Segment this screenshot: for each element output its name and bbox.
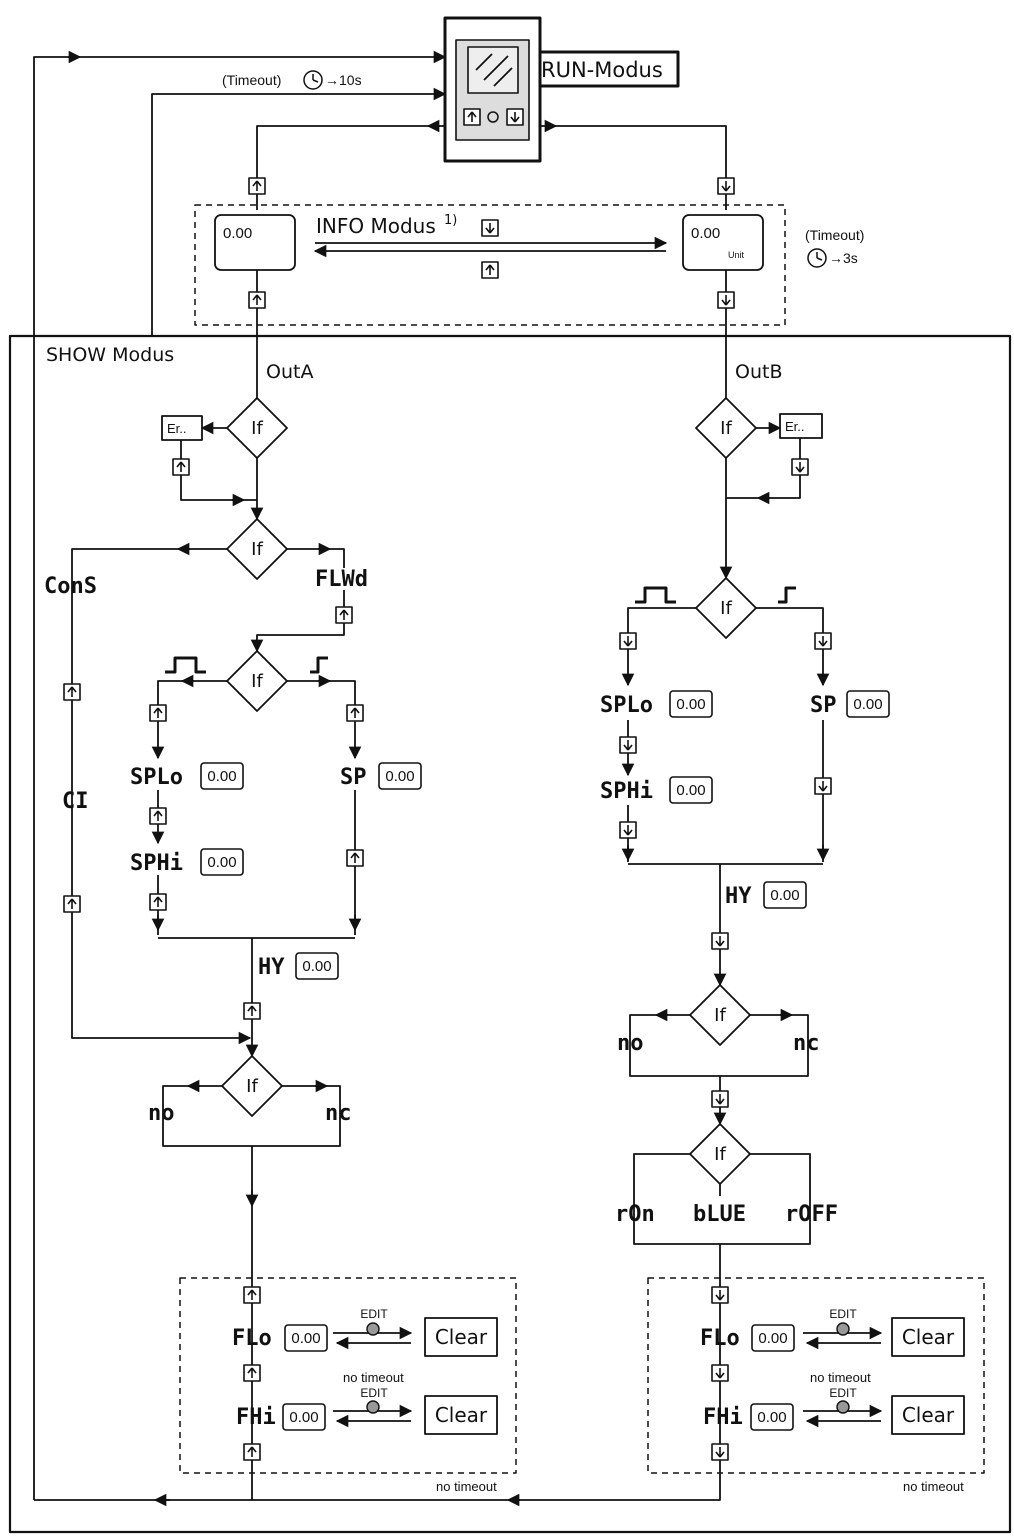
decision-labels: If If If If If If If If xyxy=(246,418,732,1165)
sphi-label: SPHi xyxy=(600,779,653,804)
outB-label: OutB xyxy=(735,361,782,383)
show-mode-label: SHOW Modus xyxy=(46,344,174,366)
clock-icon xyxy=(807,248,827,268)
info-footnote: 1) xyxy=(444,213,457,228)
window-function-icon xyxy=(165,586,676,674)
nc-label: nc xyxy=(793,1031,820,1056)
svg-text:0.00: 0.00 xyxy=(676,696,705,713)
svg-text:0.00: 0.00 xyxy=(207,854,236,871)
svg-text:If: If xyxy=(720,598,732,619)
svg-text:0.00: 0.00 xyxy=(770,887,799,904)
svg-text:0.00: 0.00 xyxy=(757,1409,786,1426)
clock-icon xyxy=(303,70,323,90)
splo-label: SPLo xyxy=(130,765,183,790)
flwd-label: FLWd xyxy=(315,567,368,592)
hy-label: HY xyxy=(258,955,285,980)
hy-label: HY xyxy=(725,884,752,909)
timeout-value: →10s xyxy=(325,72,362,88)
info-mode-label: INFO Modus xyxy=(316,214,436,238)
timeout-label: (Timeout) xyxy=(222,72,281,88)
svg-text:If: If xyxy=(714,1144,726,1165)
run-mode-label: RUN-Modus xyxy=(541,58,663,82)
fhi-label: FHi xyxy=(236,1405,276,1430)
svg-text:no timeout: no timeout xyxy=(343,1370,404,1385)
flo-label: FLo xyxy=(700,1326,740,1351)
svg-text:no timeout: no timeout xyxy=(436,1479,497,1494)
svg-text:EDIT: EDIT xyxy=(360,1307,388,1321)
flo-label: FLo xyxy=(232,1326,272,1351)
svg-text:no timeout: no timeout xyxy=(810,1370,871,1385)
svg-text:EDIT: EDIT xyxy=(360,1386,388,1400)
svg-text:If: If xyxy=(720,418,732,439)
clear-button: Clear xyxy=(435,1325,488,1349)
no-label: no xyxy=(148,1101,175,1126)
ci-label: CI xyxy=(62,789,89,814)
svg-text:0.00: 0.00 xyxy=(676,782,705,799)
info-display-value: 0.00 xyxy=(691,225,720,242)
info-unit: Unit xyxy=(728,250,745,260)
svg-text:If: If xyxy=(714,1005,726,1026)
svg-text:EDIT: EDIT xyxy=(829,1386,857,1400)
ron-label: rOn xyxy=(615,1202,655,1227)
sp-label: SP xyxy=(810,693,837,718)
sphi-label: SPHi xyxy=(130,851,183,876)
svg-text:If: If xyxy=(246,1076,258,1097)
roff-label: rOFF xyxy=(785,1202,838,1227)
svg-text:If: If xyxy=(251,539,263,560)
no-timeout-labels: no timeout no timeout no timeout no time… xyxy=(343,1370,964,1494)
error-label: Er.. xyxy=(167,421,187,436)
clear-button: Clear xyxy=(435,1403,488,1427)
clear-button: Clear xyxy=(902,1325,955,1349)
svg-text:0.00: 0.00 xyxy=(207,768,236,785)
svg-text:0.00: 0.00 xyxy=(302,958,331,975)
timeout-value: →3s xyxy=(829,250,858,266)
svg-text:no timeout: no timeout xyxy=(903,1479,964,1494)
svg-text:EDIT: EDIT xyxy=(829,1307,857,1321)
info-display-value: 0.00 xyxy=(223,225,252,242)
outA-label: OutA xyxy=(266,361,313,383)
clear-buttons: Clear Clear Clear Clear xyxy=(435,1325,955,1427)
blue-label: bLUE xyxy=(693,1202,746,1227)
threshold-function-icon xyxy=(310,586,796,674)
clear-button: Clear xyxy=(902,1403,955,1427)
error-label: Er.. xyxy=(785,419,805,434)
svg-text:0.00: 0.00 xyxy=(385,768,414,785)
nc-label: nc xyxy=(325,1101,352,1126)
svg-text:If: If xyxy=(251,671,263,692)
timeout-label: (Timeout) xyxy=(805,227,864,243)
edit-labels: EDIT EDIT EDIT EDIT xyxy=(360,1307,857,1400)
svg-text:0.00: 0.00 xyxy=(291,1330,320,1347)
run-device-buttons xyxy=(463,108,524,126)
svg-text:0.00: 0.00 xyxy=(289,1409,318,1426)
value-box-texts: 0.00 0.00 0.00 0.00 0.00 0.00 0.00 0.00 … xyxy=(207,696,882,1426)
svg-text:0.00: 0.00 xyxy=(758,1330,787,1347)
value-boxes xyxy=(200,690,890,1431)
fhi-label: FHi xyxy=(703,1405,743,1430)
sp-label: SP xyxy=(340,765,367,790)
no-label: no xyxy=(617,1031,644,1056)
svg-text:If: If xyxy=(251,418,263,439)
splo-label: SPLo xyxy=(600,693,653,718)
cons-label: ConS xyxy=(44,574,97,599)
svg-text:0.00: 0.00 xyxy=(853,696,882,713)
